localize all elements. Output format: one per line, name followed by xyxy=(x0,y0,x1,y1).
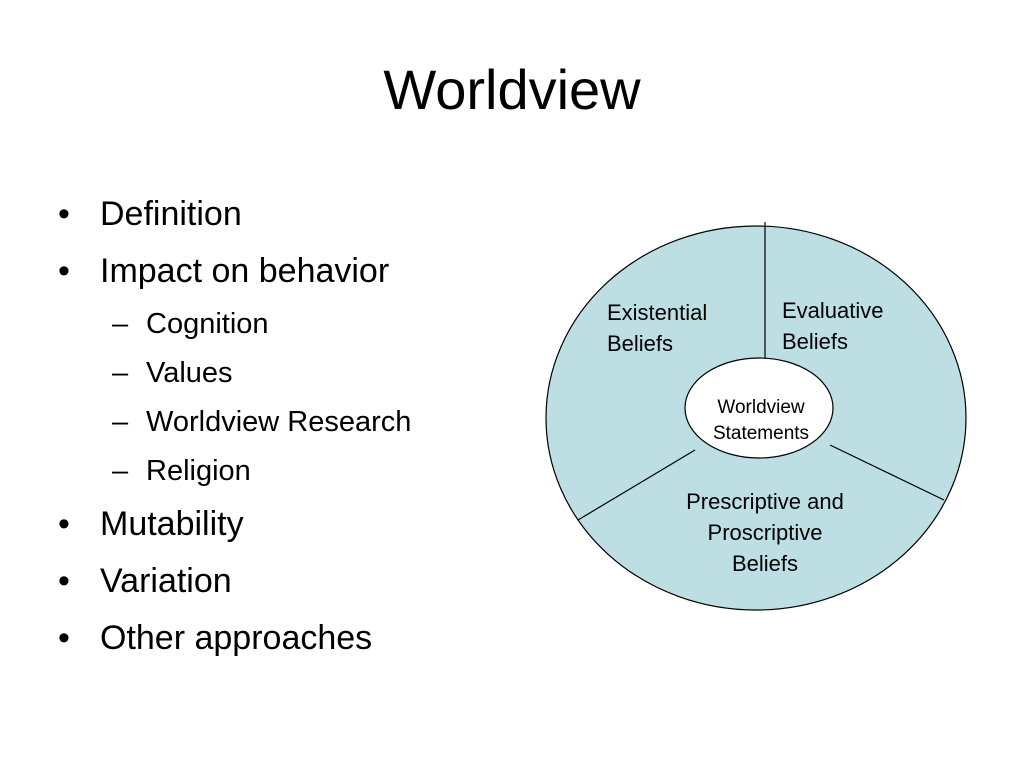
bullet-definition: Definition xyxy=(58,186,528,243)
evaluative-beliefs-label: Evaluative Beliefs xyxy=(782,298,884,354)
divider-left xyxy=(577,449,696,521)
subbullet-cognition: Cognition xyxy=(58,300,528,349)
bullet-variation: Variation xyxy=(58,553,528,610)
slide-title: Worldview xyxy=(383,58,641,121)
existential-beliefs-label: Existential Beliefs xyxy=(607,300,708,356)
bullet-list: Definition Impact on behavior Cognition … xyxy=(58,186,528,667)
subbullet-religion: Religion xyxy=(58,447,528,496)
prescriptive-proscriptive-beliefs-label: Prescriptive and Proscriptive Beliefs xyxy=(686,489,844,576)
worldview-circle-svg xyxy=(545,222,967,611)
center-ellipse xyxy=(684,357,834,459)
bullet-other-approaches: Other approaches xyxy=(58,610,528,667)
divider-right xyxy=(829,444,945,501)
subbullet-values: Values xyxy=(58,349,528,398)
worldview-statements-label: Worldview Statements xyxy=(712,397,810,444)
worldview-diagram: Existential Beliefs Evaluative Beliefs P… xyxy=(536,216,976,616)
subbullet-worldview-research: Worldview Research xyxy=(58,398,528,447)
bullet-impact-on-behavior: Impact on behavior xyxy=(58,243,528,300)
bullet-mutability: Mutability xyxy=(58,496,528,553)
